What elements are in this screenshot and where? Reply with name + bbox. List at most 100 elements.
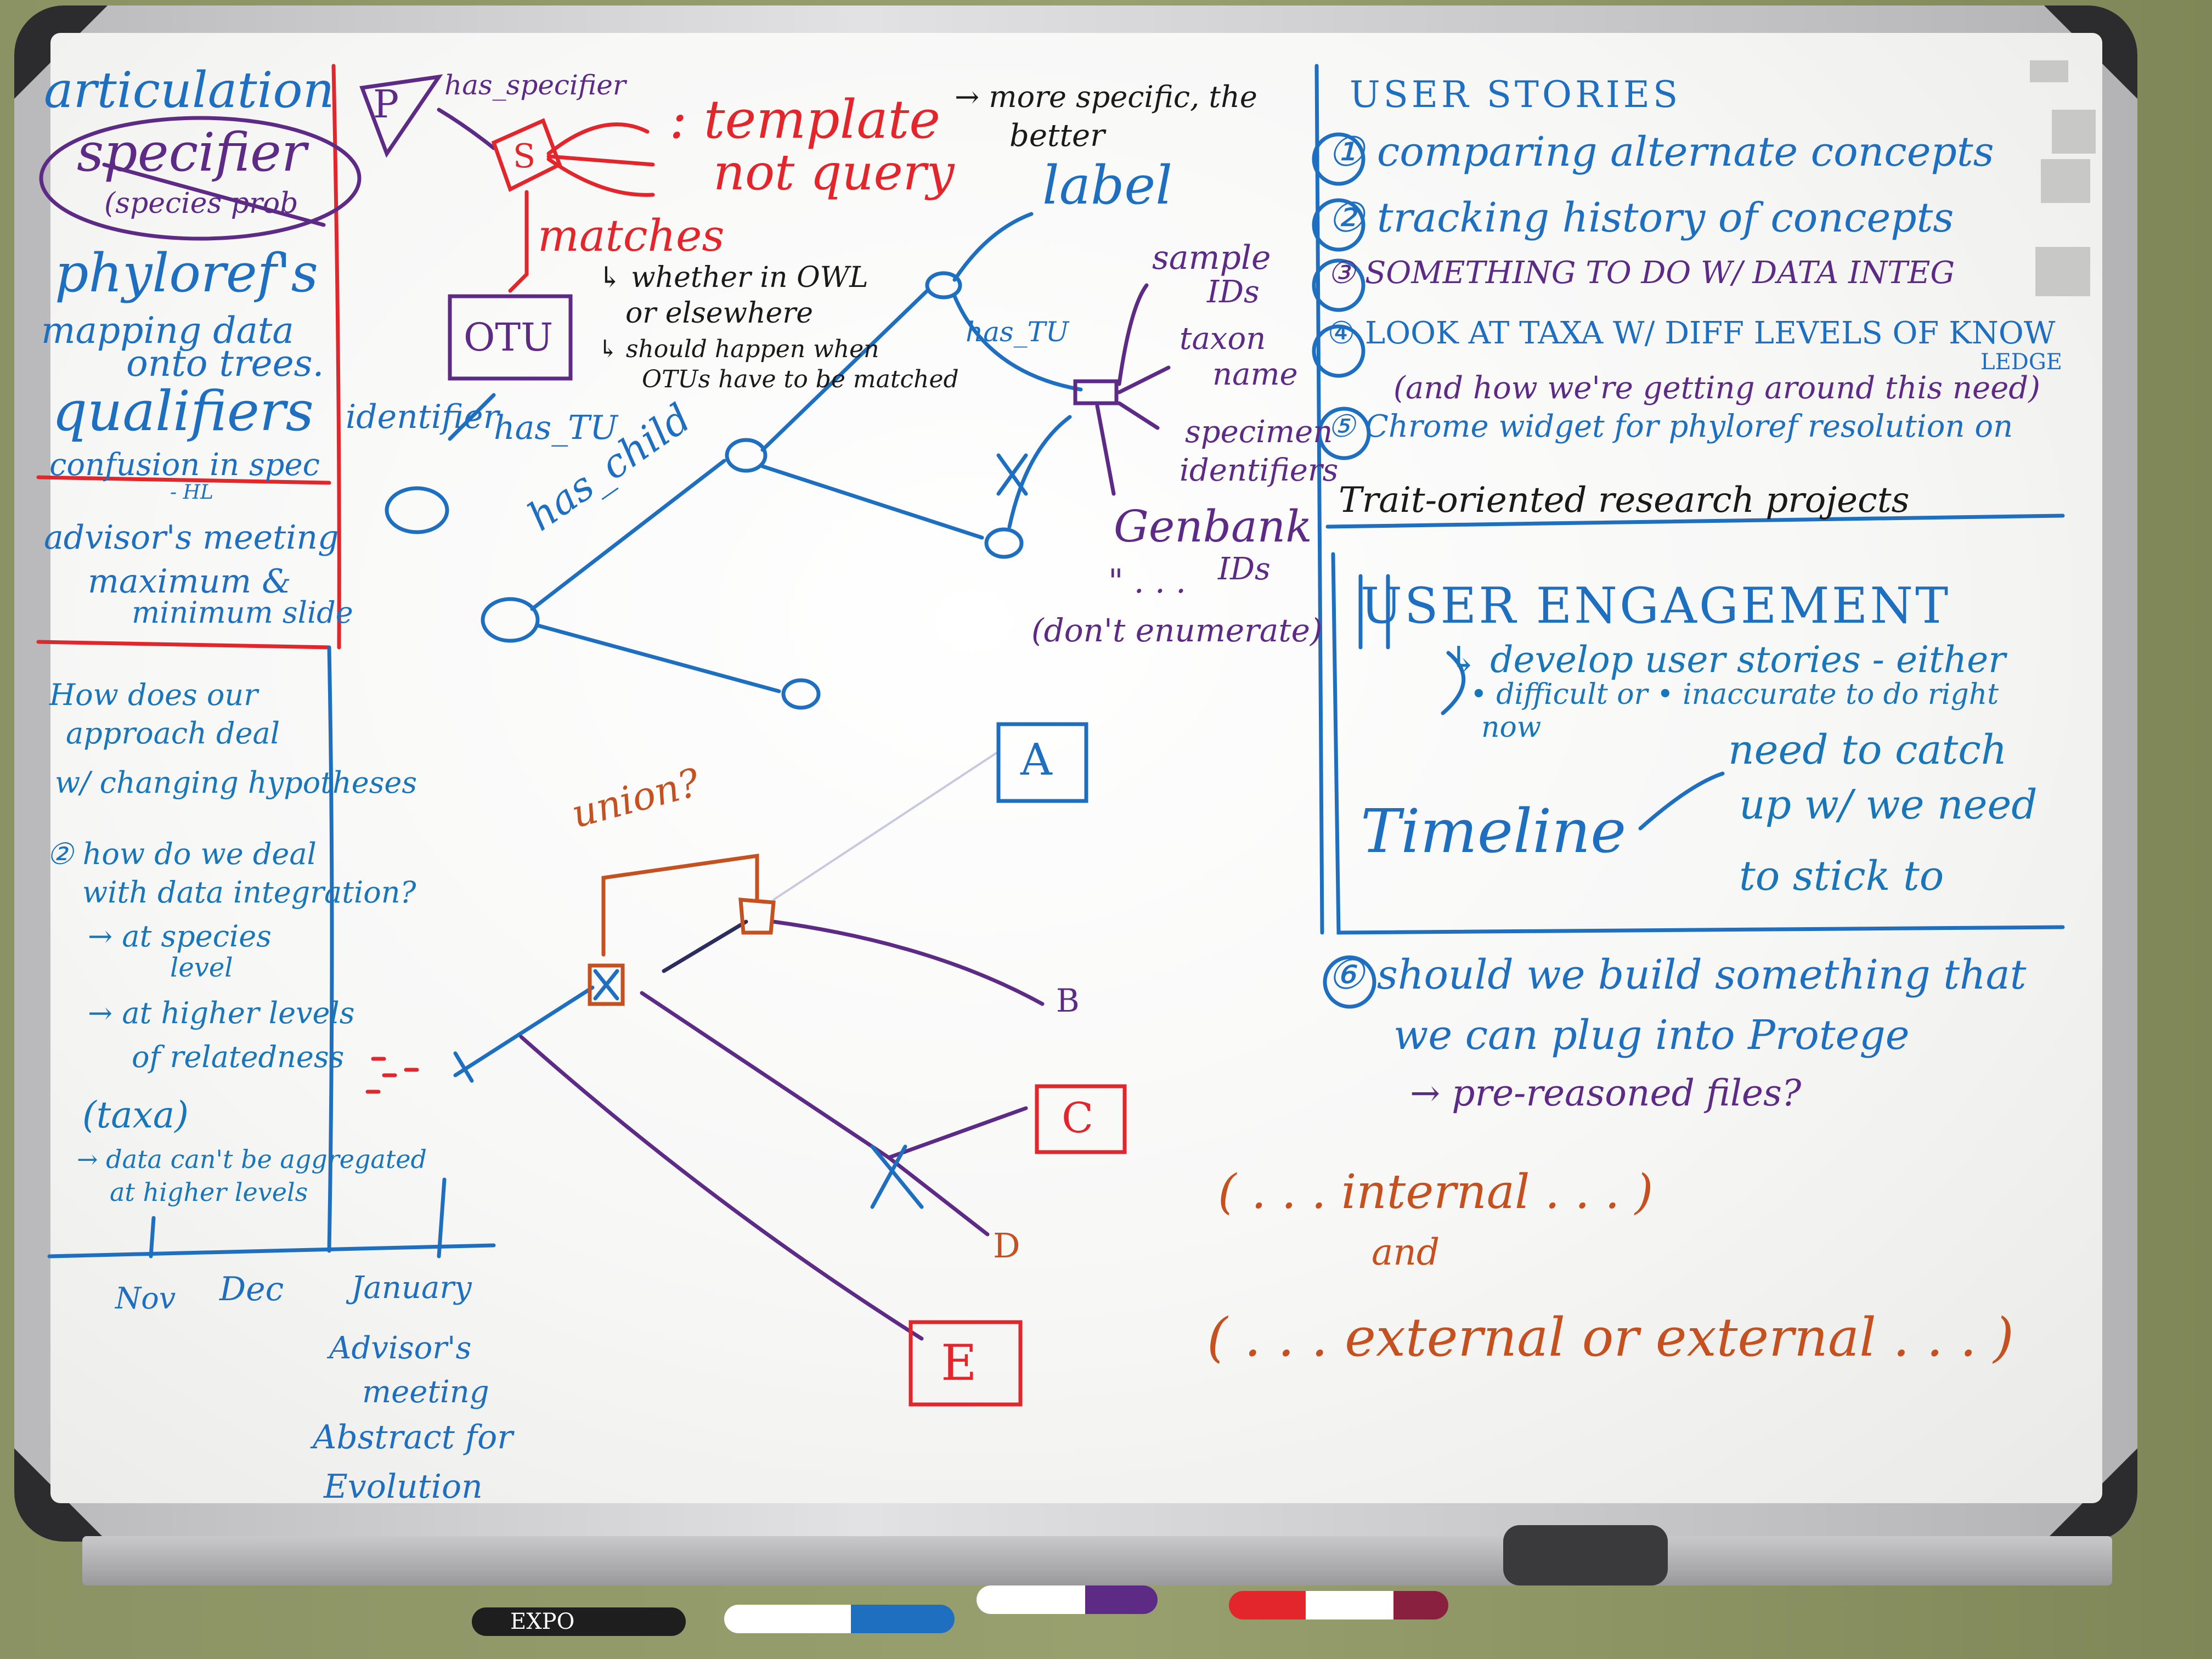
edge [535,623,781,693]
question-2-line-4: level [170,952,233,983]
root-edge [453,985,595,1077]
edge-to-c-box [887,1106,1028,1160]
onto-trees-text: onto trees. [126,342,324,385]
ellipsis-label: " . . . [1108,562,1187,601]
qualifiers-text: qualifiers [52,379,314,443]
divider-blue-right [1314,64,1324,935]
user-story-4-ledge: LEDGE [1980,349,2062,375]
has-child-edge [530,459,726,611]
edge-to-d-box [662,919,748,973]
trait-oriented-label: Trait-oriented research projects [1339,480,1910,521]
divider-red-horizontal-2 [36,640,331,650]
divider-red-horizontal [36,475,331,485]
marker-tray [82,1536,2112,1585]
timeline-evolution: Evolution [324,1468,483,1506]
question-1-line-3: w/ changing hypotheses [55,765,417,800]
template-tines [546,122,655,197]
marker-black[interactable] [472,1607,686,1636]
e-box [909,1320,1023,1407]
divider-blue-left [327,645,334,1253]
pre-reasoned-files-label: → pre-reasoned files? [1410,1072,1802,1114]
user-stories-title: USER STORIES [1350,74,1681,116]
question-2-line-1: ② how do we deal [47,837,317,871]
maximum-text: maximum & [88,562,291,601]
identifier-arrow [448,393,496,441]
timeline-label: Timeline [1361,796,1627,866]
marker-brand-label: EXPO [510,1609,575,1634]
tu-arrow-blue [1007,415,1072,529]
more-specific-label: → more specific, the [955,80,1257,114]
timeline-meeting: meeting [362,1374,489,1410]
union-bracket [601,853,759,957]
marker-red[interactable] [1229,1591,1448,1620]
eraser[interactable] [1503,1525,1668,1585]
p-flag [359,74,443,158]
or-elsewhere-label: or elsewhere [625,297,813,330]
dotted [365,1057,419,1094]
question-2-line-5: → at higher levels [88,996,355,1030]
p-label: P [373,82,399,127]
union-box [588,963,625,1006]
should-happen-label: ↳ should happen when [598,335,879,363]
taxon-label: taxon [1180,321,1266,357]
now-label: now [1481,711,1542,744]
whether-owl-label: ↳ whether in OWL [598,261,868,294]
leaf-e-label: E [941,1334,977,1392]
difficult-label: • difficult or • inaccurate to do right [1470,678,1999,711]
has-specifier-label: has_specifier [444,69,626,101]
specifier-ellipse [39,116,362,241]
question-2-line-6: of relatedness [132,1040,345,1074]
leaf-d-label: D [993,1226,1020,1266]
leaf-c-label: C [1062,1093,1094,1142]
node [925,271,962,300]
otu-box [448,294,573,381]
x-mark [870,1144,924,1209]
tu-arrow [1117,283,1149,386]
and-label: and [1372,1231,1440,1273]
timeline-nov: Nov [115,1281,176,1316]
edge-to-x [640,991,891,1160]
user-story-5: ⑤ Chrome widget for phyloref resolution … [1328,409,2013,444]
stick-to-label: to stick to [1739,853,1944,900]
sample-label: sample [1152,239,1271,277]
story-circle [1312,198,1365,252]
tu-arrow [1117,401,1160,430]
edge-to-e [519,1035,924,1341]
s-label: S [513,137,536,176]
x-mark [996,453,1028,496]
timeline-tick [149,1216,156,1259]
engagement-brace [1358,574,1390,650]
timeline-arrow [1638,771,1725,831]
story-circle [1312,324,1365,378]
a-box [996,722,1088,803]
question-2-line-2: with data integration? [82,875,416,910]
story-circle [1312,132,1365,186]
engagement-box [1331,552,2065,935]
name-label: name [1212,357,1298,392]
timeline-january: January [351,1270,472,1306]
has-tu-label-1: has_TU [494,409,618,447]
strike-line [102,162,326,227]
timeline-abstract: Abstract for [313,1418,513,1457]
node [984,527,1024,559]
timeline-dec: Dec [219,1270,284,1308]
tu-arrow [1095,404,1116,496]
node [481,597,540,643]
note-tab [2052,110,2096,154]
question-2-line-9: at higher levels [110,1177,308,1207]
divider-blue-trait [1325,514,2065,529]
develop-label: ↳ develop user stories - either [1448,639,2006,681]
species-prob-text: (species prob [104,187,298,220]
marker-purple[interactable] [977,1585,1158,1614]
note-tab [2030,60,2068,82]
divider-red-left [331,64,341,650]
matches-label: matches [538,210,725,261]
specimen-label: specimen [1185,414,1333,450]
user-story-4-note: (and how we're getting around this need) [1393,370,2040,406]
marker-blue[interactable] [724,1605,955,1633]
user-story-6: ⑥ should we build something that [1328,951,2027,998]
has-tu-label-2: has_TU [966,316,1069,348]
has-tu-arrow [952,294,1083,392]
label-label: label [1042,155,1172,216]
advisors-meeting-text: advisor's meeting [44,518,339,557]
